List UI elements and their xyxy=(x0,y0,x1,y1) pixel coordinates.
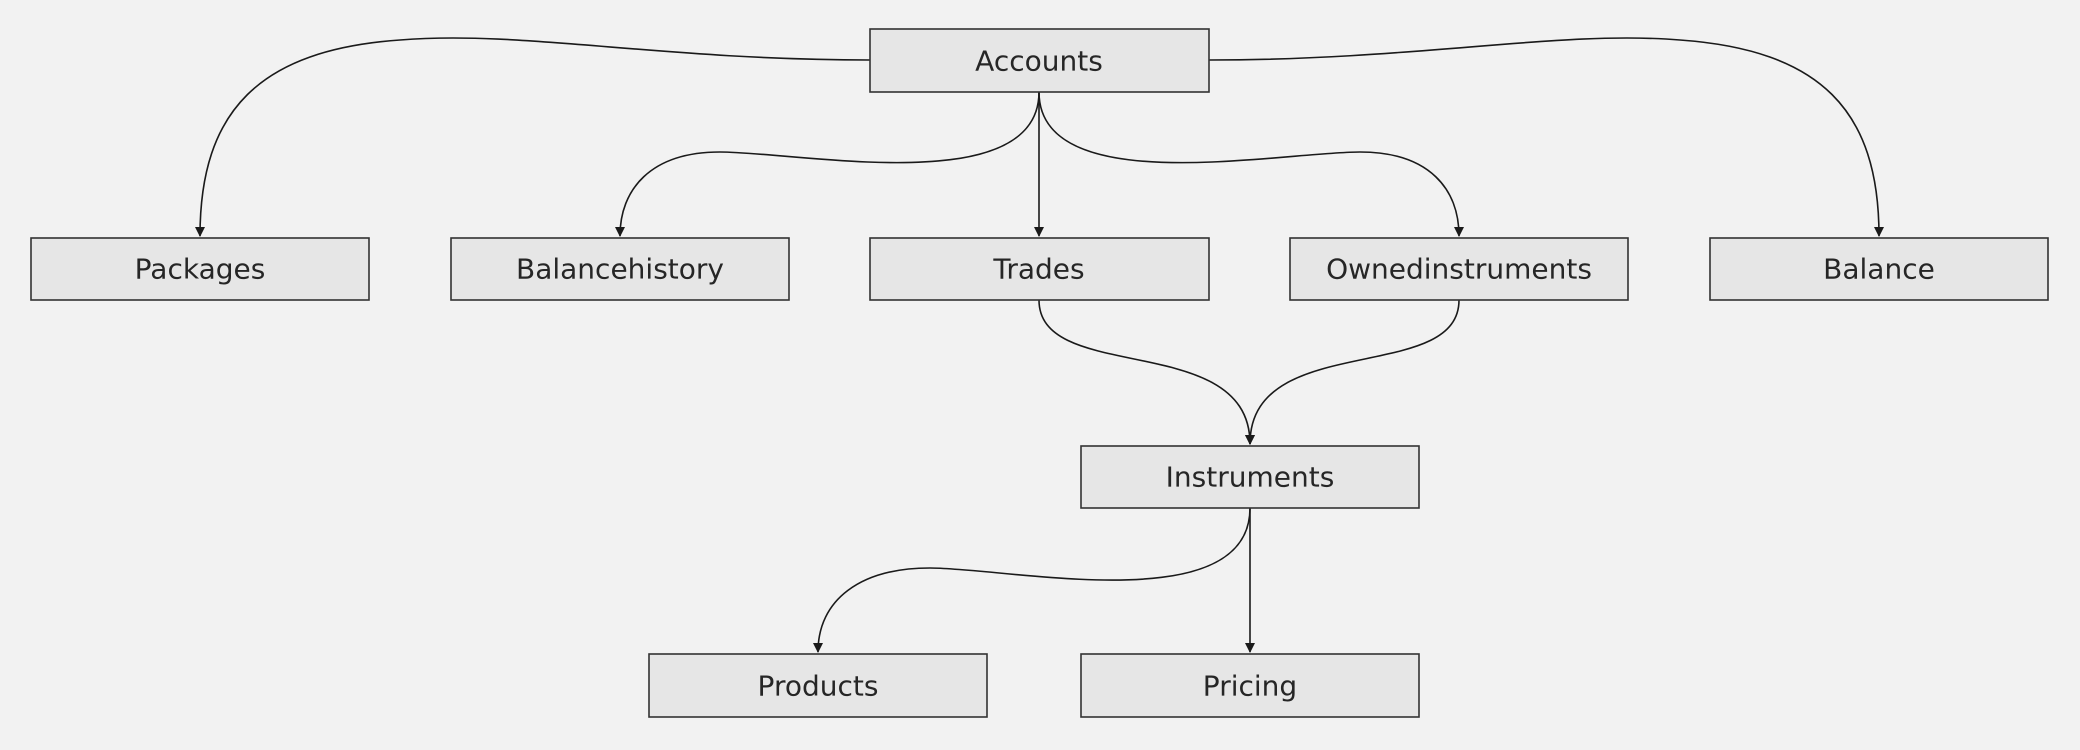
node-balancehistory[interactable]: Balancehistory xyxy=(450,237,790,301)
node-box xyxy=(1709,237,2049,301)
node-trades[interactable]: Trades xyxy=(869,237,1210,301)
node-label: Instruments xyxy=(1166,461,1335,494)
node-accounts[interactable]: Accounts xyxy=(869,28,1210,93)
edge-accounts-ownedinstruments xyxy=(1038,91,1464,237)
edge-accounts-packages xyxy=(195,37,871,237)
edges xyxy=(195,37,1884,653)
node-label: Products xyxy=(758,670,879,703)
node-instruments[interactable]: Instruments xyxy=(1080,445,1420,509)
node-box xyxy=(30,237,370,301)
node-balance[interactable]: Balance xyxy=(1709,237,2049,301)
node-packages[interactable]: Packages xyxy=(30,237,370,301)
node-label: Pricing xyxy=(1203,670,1297,703)
node-box xyxy=(1080,445,1420,509)
node-box xyxy=(869,237,1210,301)
node-label: Ownedinstruments xyxy=(1326,253,1592,286)
node-box xyxy=(648,653,988,718)
edge-accounts-balance xyxy=(1208,37,1884,237)
node-box xyxy=(450,237,790,301)
node-pricing[interactable]: Pricing xyxy=(1080,653,1420,718)
node-label: Balance xyxy=(1823,253,1935,286)
node-box xyxy=(869,28,1210,93)
edge-ownedinstruments-instruments xyxy=(1245,299,1460,445)
node-label: Balancehistory xyxy=(516,253,724,286)
node-products[interactable]: Products xyxy=(648,653,988,718)
node-box xyxy=(1289,237,1629,301)
node-box xyxy=(1080,653,1420,718)
node-label: Packages xyxy=(135,253,266,286)
node-label: Accounts xyxy=(975,45,1103,78)
edge-instruments-products xyxy=(813,507,1251,653)
edge-accounts-balancehistory xyxy=(615,91,1040,237)
node-ownedinstruments[interactable]: Ownedinstruments xyxy=(1289,237,1629,301)
edge-trades-instruments xyxy=(1038,299,1255,445)
node-label: Trades xyxy=(992,253,1084,286)
